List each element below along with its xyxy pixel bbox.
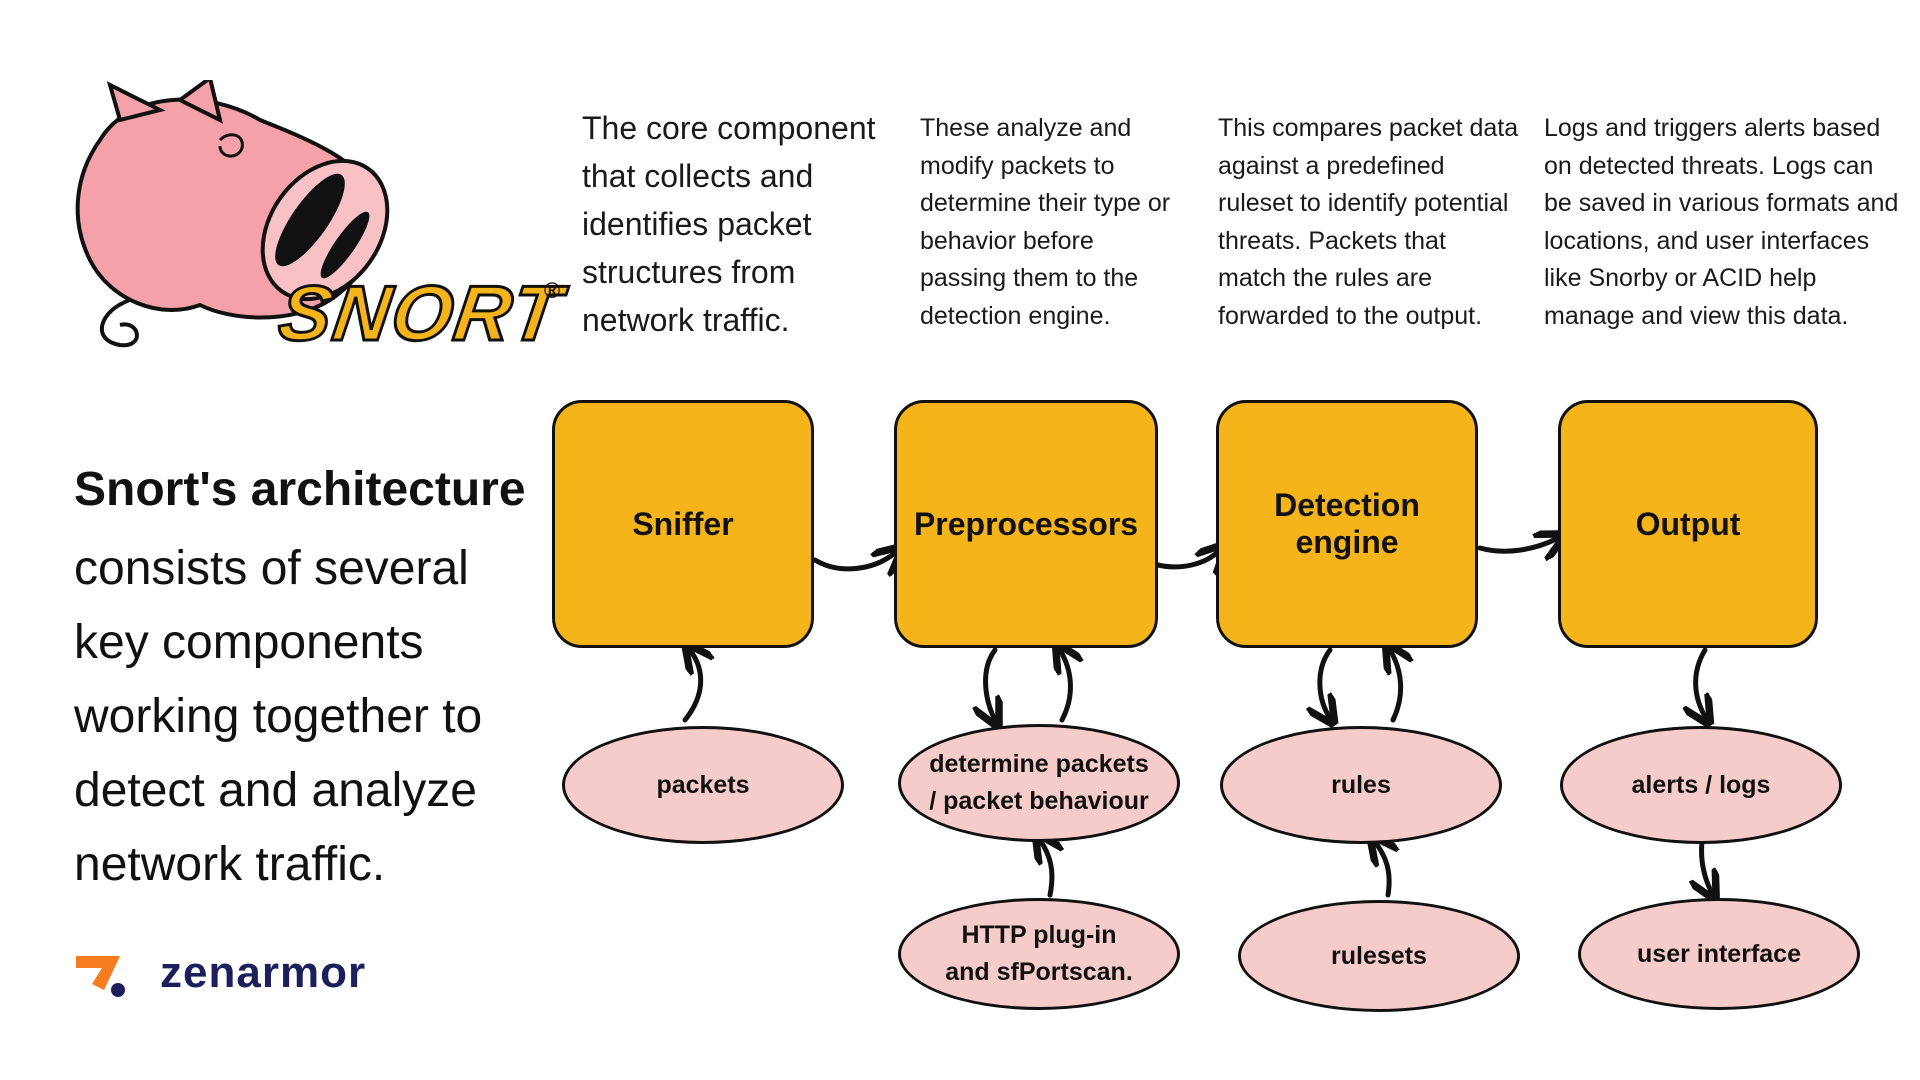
sniffer-box: Sniffer [552, 400, 814, 648]
arrow-output-to-alerts [1696, 647, 1706, 718]
rules-oval: rules [1220, 726, 1502, 844]
arrow-preprocessors-up [1060, 650, 1070, 723]
arrow-sniffer-to-preprocessors [812, 552, 896, 569]
arrow-alerts-to-ui [1702, 839, 1712, 893]
detection-engine-box: Detection engine [1216, 400, 1478, 648]
intro-body: consists of several key components worki… [74, 542, 483, 891]
registered-mark: ® [544, 278, 561, 303]
arrow-packets-to-sniffer [685, 650, 701, 723]
arrow-detection-to-output [1477, 538, 1558, 551]
detection-engine-description: This compares packet data against a pred… [1218, 114, 1519, 330]
output-description: Logs and triggers alerts based on detect… [1544, 114, 1899, 330]
arrow-preprocessors-to-detection [1155, 550, 1220, 567]
zenarmor-logo-icon [76, 956, 125, 997]
intro-headline: Snort's architecture [74, 463, 526, 516]
rulesets-oval: rulesets [1238, 900, 1520, 1012]
arrow-rulesets-to-rules [1375, 842, 1389, 898]
packets-oval: packets [562, 726, 844, 844]
zenarmor-brand: zenarmor [160, 948, 367, 997]
preprocessors-description: These analyze and modify packets to dete… [920, 114, 1171, 330]
http-plugin-oval: HTTP plug-in and sfPortscan. [898, 898, 1180, 1010]
sniffer-description: The core component that collects and ide… [582, 110, 876, 338]
user-interface-oval: user interface [1578, 898, 1860, 1010]
pig-mascot-icon [75, 80, 390, 348]
arrow-preprocessors-down [986, 647, 995, 720]
output-box: Output [1558, 400, 1818, 648]
alerts-logs-oval: alerts / logs [1560, 726, 1842, 844]
preprocessors-box: Preprocessors [894, 400, 1158, 648]
arrow-http-to-behaviour [1040, 840, 1052, 898]
packet-behaviour-oval: determine packets / packet behaviour [898, 724, 1180, 842]
arrow-detection-up [1390, 650, 1401, 723]
arrow-detection-down [1320, 647, 1330, 718]
